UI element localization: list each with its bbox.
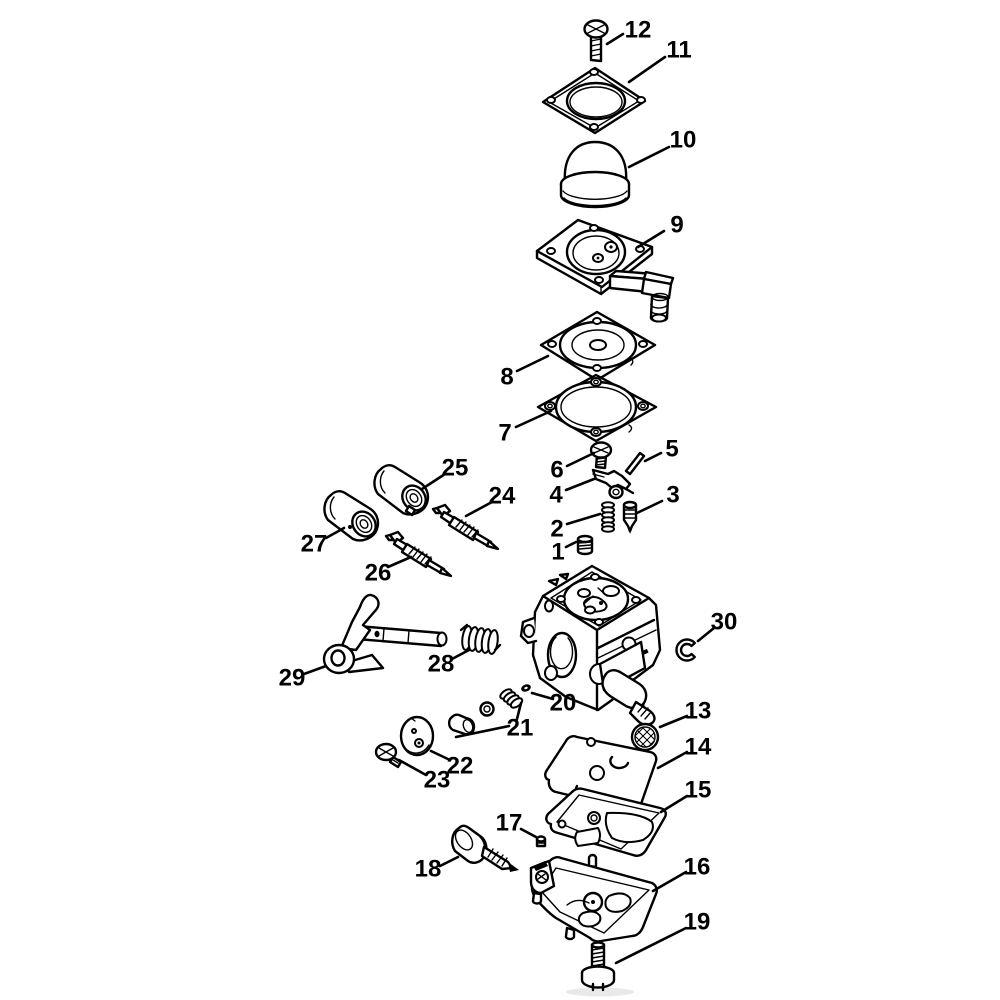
leader-line-21 [454, 724, 511, 739]
part-23-disc-screw [374, 742, 403, 769]
part-number-3: 3 [666, 482, 679, 509]
part-number-29: 29 [279, 665, 306, 692]
part-number-2: 2 [550, 516, 563, 543]
leader-line-7 [514, 409, 553, 429]
carburetor-body [519, 564, 662, 726]
part-number-9: 9 [670, 212, 683, 239]
part-number-12: 12 [625, 17, 652, 44]
leader-line-8 [515, 354, 550, 373]
part-27-limiter-cap [323, 490, 380, 542]
part-25-limiter-cap [373, 464, 430, 517]
leader-line-27 [324, 526, 346, 540]
leader-line-23 [397, 758, 428, 777]
part-number-16: 16 [684, 854, 711, 881]
part-17-plug [535, 835, 547, 848]
part-number-19: 19 [684, 909, 711, 936]
leader-line-22 [429, 749, 452, 762]
part-number-30: 30 [711, 609, 738, 636]
leader-line-30 [696, 626, 716, 643]
part-11-cover-plate [541, 66, 647, 135]
part-22-throttle-disc [399, 715, 435, 757]
part-number-1: 1 [551, 539, 564, 566]
leader-line-9 [636, 229, 666, 249]
labels-layer: 1234567891011121314151617181920212223242… [279, 17, 738, 965]
part-number-10: 10 [670, 127, 697, 154]
leader-line-21 [515, 701, 523, 721]
part-19-cover-screw [580, 941, 616, 992]
part-7-pump-gasket [536, 373, 658, 443]
part-4-metering-lever [591, 468, 635, 500]
part-number-7: 7 [498, 420, 511, 447]
leader-line-17 [519, 827, 538, 839]
leader-line-13 [658, 714, 689, 729]
part-number-13: 13 [685, 698, 712, 725]
part-16-end-cover [529, 853, 658, 943]
part-number-5: 5 [665, 436, 678, 463]
part-18-valve [451, 824, 519, 872]
part-15-metering-gasket [545, 787, 667, 857]
part-6-lever-screw [589, 441, 613, 470]
part-10-primer-bulb [559, 140, 631, 209]
part-20-ball [521, 684, 531, 692]
part-2-metering-spring [601, 501, 615, 533]
leader-line-5 [643, 451, 663, 463]
leader-line-1 [564, 540, 578, 549]
leader-line-24 [464, 500, 494, 518]
part-number-27: 27 [301, 531, 328, 558]
part-number-8: 8 [500, 364, 513, 391]
ground-shadow [566, 987, 634, 997]
part-5-lever-pin [624, 451, 646, 476]
part-9-pump-cover [535, 218, 675, 323]
part-12-pan-head-screw [583, 19, 609, 63]
part-28-return-spring [459, 623, 502, 655]
part-number-18: 18 [415, 856, 442, 883]
part-number-22: 22 [447, 753, 474, 780]
part-number-26: 26 [365, 560, 392, 587]
leader-line-19 [614, 926, 688, 965]
leader-line-16 [651, 870, 688, 893]
part-30-retaining-clip [675, 638, 696, 662]
part-26-adjustment-screw [384, 530, 453, 578]
part-29-throttle-shaft [322, 593, 448, 675]
part-number-21: 21 [507, 715, 534, 742]
part-number-24: 24 [489, 483, 516, 510]
leader-line-2 [565, 512, 602, 526]
leader-line-14 [656, 750, 689, 770]
part-24-adjustment-screw [431, 503, 500, 551]
part-21-piston-set [447, 688, 524, 736]
leader-line-26 [386, 555, 413, 569]
leader-line-11 [627, 55, 667, 84]
leader-line-28 [450, 648, 471, 661]
part-number-28: 28 [428, 651, 455, 678]
part-number-17: 17 [496, 810, 523, 837]
part-number-25: 25 [442, 455, 469, 482]
part-number-23: 23 [424, 767, 451, 794]
leader-line-3 [635, 499, 664, 515]
leader-line-20 [530, 691, 555, 701]
part-8-pump-diaphragm [539, 310, 657, 382]
part-number-6: 6 [550, 457, 563, 484]
leader-line-6 [565, 451, 596, 468]
part-number-20: 20 [550, 690, 577, 717]
leader-line-25 [420, 472, 447, 491]
part-13-inlet-screen [630, 722, 660, 752]
leader-line-18 [438, 855, 460, 868]
leader-line-29 [302, 664, 328, 676]
leader-line-4 [564, 477, 596, 492]
part-1-spring-cup [576, 534, 594, 556]
leader-line-15 [659, 794, 689, 814]
leader-line-10 [627, 145, 671, 169]
leader-line-12 [605, 32, 625, 46]
part-number-11: 11 [666, 37, 691, 64]
part-number-15: 15 [685, 777, 712, 804]
part-number-14: 14 [685, 734, 712, 761]
part-number-4: 4 [549, 482, 563, 509]
part-3-inlet-needle [622, 500, 638, 534]
